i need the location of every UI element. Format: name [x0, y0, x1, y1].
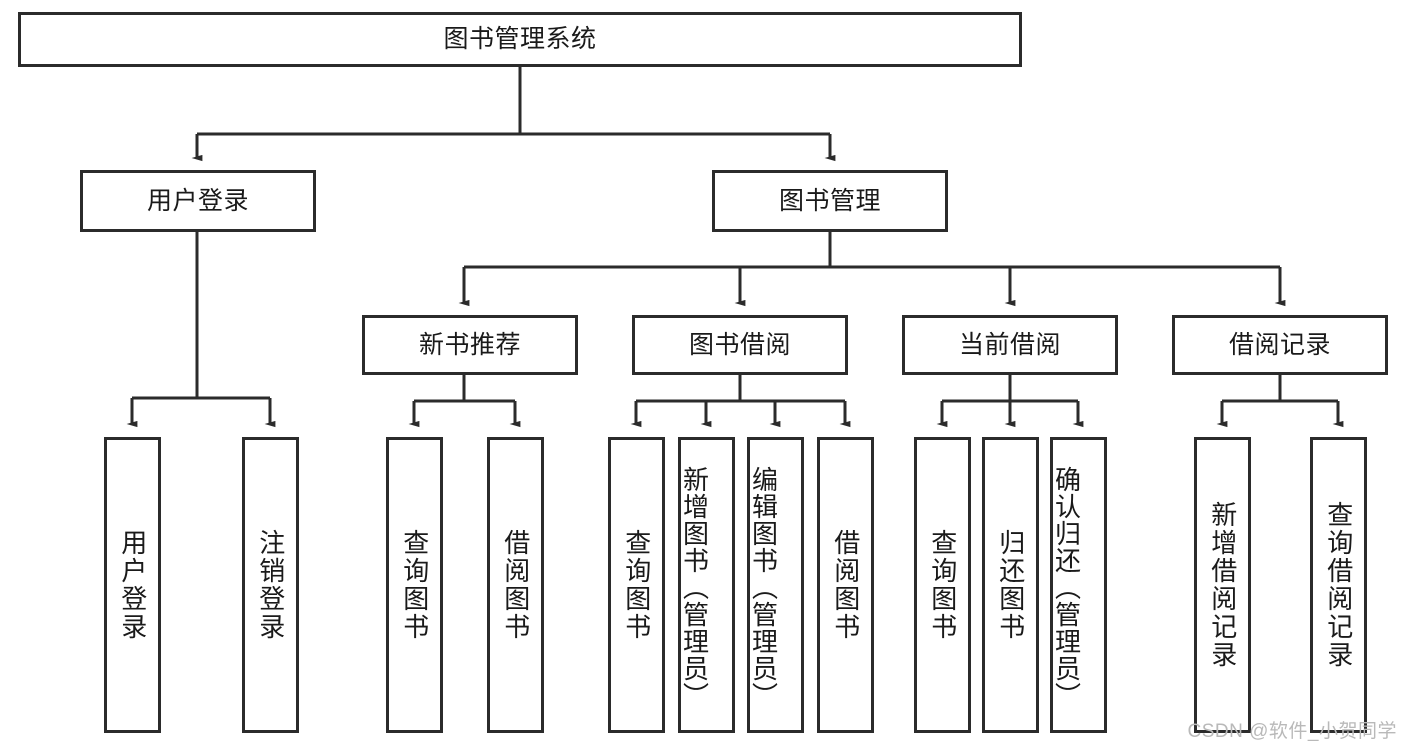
node-leaf-query-book-3-label: 查询图书: [927, 529, 958, 641]
node-user-login-label: 用户登录: [146, 186, 249, 215]
node-leaf-return-book-label: 归还图书: [995, 529, 1026, 641]
node-leaf-borrow-book-1[interactable]: 借阅图书: [487, 437, 544, 733]
node-leaf-borrow-book-2[interactable]: 借阅图书: [817, 437, 874, 733]
node-borrow-record-label: 借阅记录: [1228, 330, 1331, 359]
node-leaf-user-login-label: 用户登录: [117, 529, 148, 641]
node-borrow-record[interactable]: 借阅记录: [1172, 315, 1388, 375]
node-book-manage[interactable]: 图书管理: [712, 170, 948, 232]
node-user-login[interactable]: 用户登录: [80, 170, 316, 232]
node-current-borrow-label: 当前借阅: [958, 330, 1061, 359]
node-book-borrow-label: 图书借阅: [688, 330, 791, 359]
node-new-book-rec-label: 新书推荐: [418, 330, 521, 359]
node-leaf-query-book-2-label: 查询图书: [621, 529, 652, 641]
node-leaf-edit-book[interactable]: 编辑图书（管理员）: [747, 437, 804, 733]
node-leaf-query-book-1[interactable]: 查询图书: [386, 437, 443, 733]
node-leaf-return-book[interactable]: 归还图书: [982, 437, 1039, 733]
node-leaf-query-book-1-label: 查询图书: [399, 529, 430, 641]
node-leaf-add-book-label: 新增图书（管理员）: [679, 465, 710, 709]
node-current-borrow[interactable]: 当前借阅: [902, 315, 1118, 375]
node-leaf-query-record[interactable]: 查询借阅记录: [1310, 437, 1367, 733]
node-leaf-add-record-label: 新增借阅记录: [1207, 501, 1238, 669]
node-leaf-user-logout-label: 注销登录: [255, 529, 286, 641]
node-root-label: 图书管理系统: [443, 25, 597, 53]
csdn-watermark: CSDN @软件_小贺同学: [1187, 721, 1397, 742]
node-book-borrow[interactable]: 图书借阅: [632, 315, 848, 375]
node-leaf-user-login[interactable]: 用户登录: [104, 437, 161, 733]
node-leaf-confirm-return-label: 确认归还（管理员）: [1051, 465, 1082, 709]
node-leaf-query-book-3[interactable]: 查询图书: [914, 437, 971, 733]
node-leaf-add-record[interactable]: 新增借阅记录: [1194, 437, 1251, 733]
node-leaf-borrow-book-1-label: 借阅图书: [500, 529, 531, 641]
node-leaf-query-book-2[interactable]: 查询图书: [608, 437, 665, 733]
node-leaf-user-logout[interactable]: 注销登录: [242, 437, 299, 733]
node-new-book-rec[interactable]: 新书推荐: [362, 315, 578, 375]
node-leaf-edit-book-label: 编辑图书（管理员）: [748, 465, 779, 709]
node-leaf-confirm-return[interactable]: 确认归还（管理员）: [1050, 437, 1107, 733]
node-leaf-borrow-book-2-label: 借阅图书: [830, 529, 861, 641]
node-leaf-add-book[interactable]: 新增图书（管理员）: [678, 437, 735, 733]
node-book-manage-label: 图书管理: [778, 186, 881, 215]
node-leaf-query-record-label: 查询借阅记录: [1323, 501, 1354, 669]
node-root[interactable]: 图书管理系统: [18, 12, 1022, 67]
